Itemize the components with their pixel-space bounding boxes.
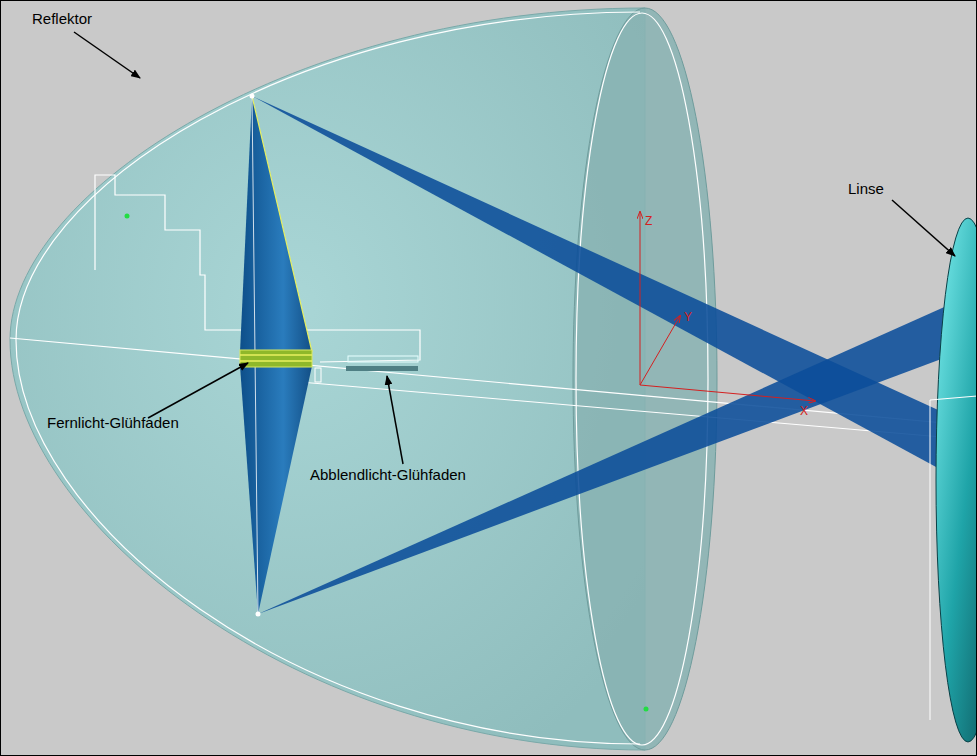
part-label: Linse <box>848 180 884 198</box>
leader-lines <box>74 32 955 464</box>
part-label: Reflektor <box>32 10 92 28</box>
ray-edge <box>252 96 312 352</box>
reflector-outline <box>16 12 640 744</box>
focus-point <box>256 612 261 617</box>
axis-label: X <box>800 404 808 418</box>
opening-edge <box>576 13 708 745</box>
marker-dot <box>125 214 130 219</box>
part-label: Fernlicht-Glühfaden <box>47 414 179 432</box>
low-beam-filament <box>346 366 418 371</box>
reflection-triangle <box>240 96 312 352</box>
reflector-body <box>10 8 645 750</box>
marker-dot <box>644 707 649 712</box>
reflector-opening <box>573 8 717 750</box>
light-beam <box>258 300 960 614</box>
focus-point <box>250 94 255 99</box>
lens <box>936 218 977 742</box>
axis-label: Z <box>645 214 652 228</box>
low-beam-filament <box>348 356 418 362</box>
lens-edge <box>930 396 977 720</box>
filament-holder <box>315 368 321 382</box>
light-beam <box>252 96 960 480</box>
high-beam-filament <box>240 350 312 367</box>
part-label: Abblendlicht-Glühfaden <box>310 466 466 484</box>
coordinate-axes <box>640 212 815 401</box>
reflection-triangle <box>240 366 312 614</box>
axis-label: Y <box>684 310 692 324</box>
